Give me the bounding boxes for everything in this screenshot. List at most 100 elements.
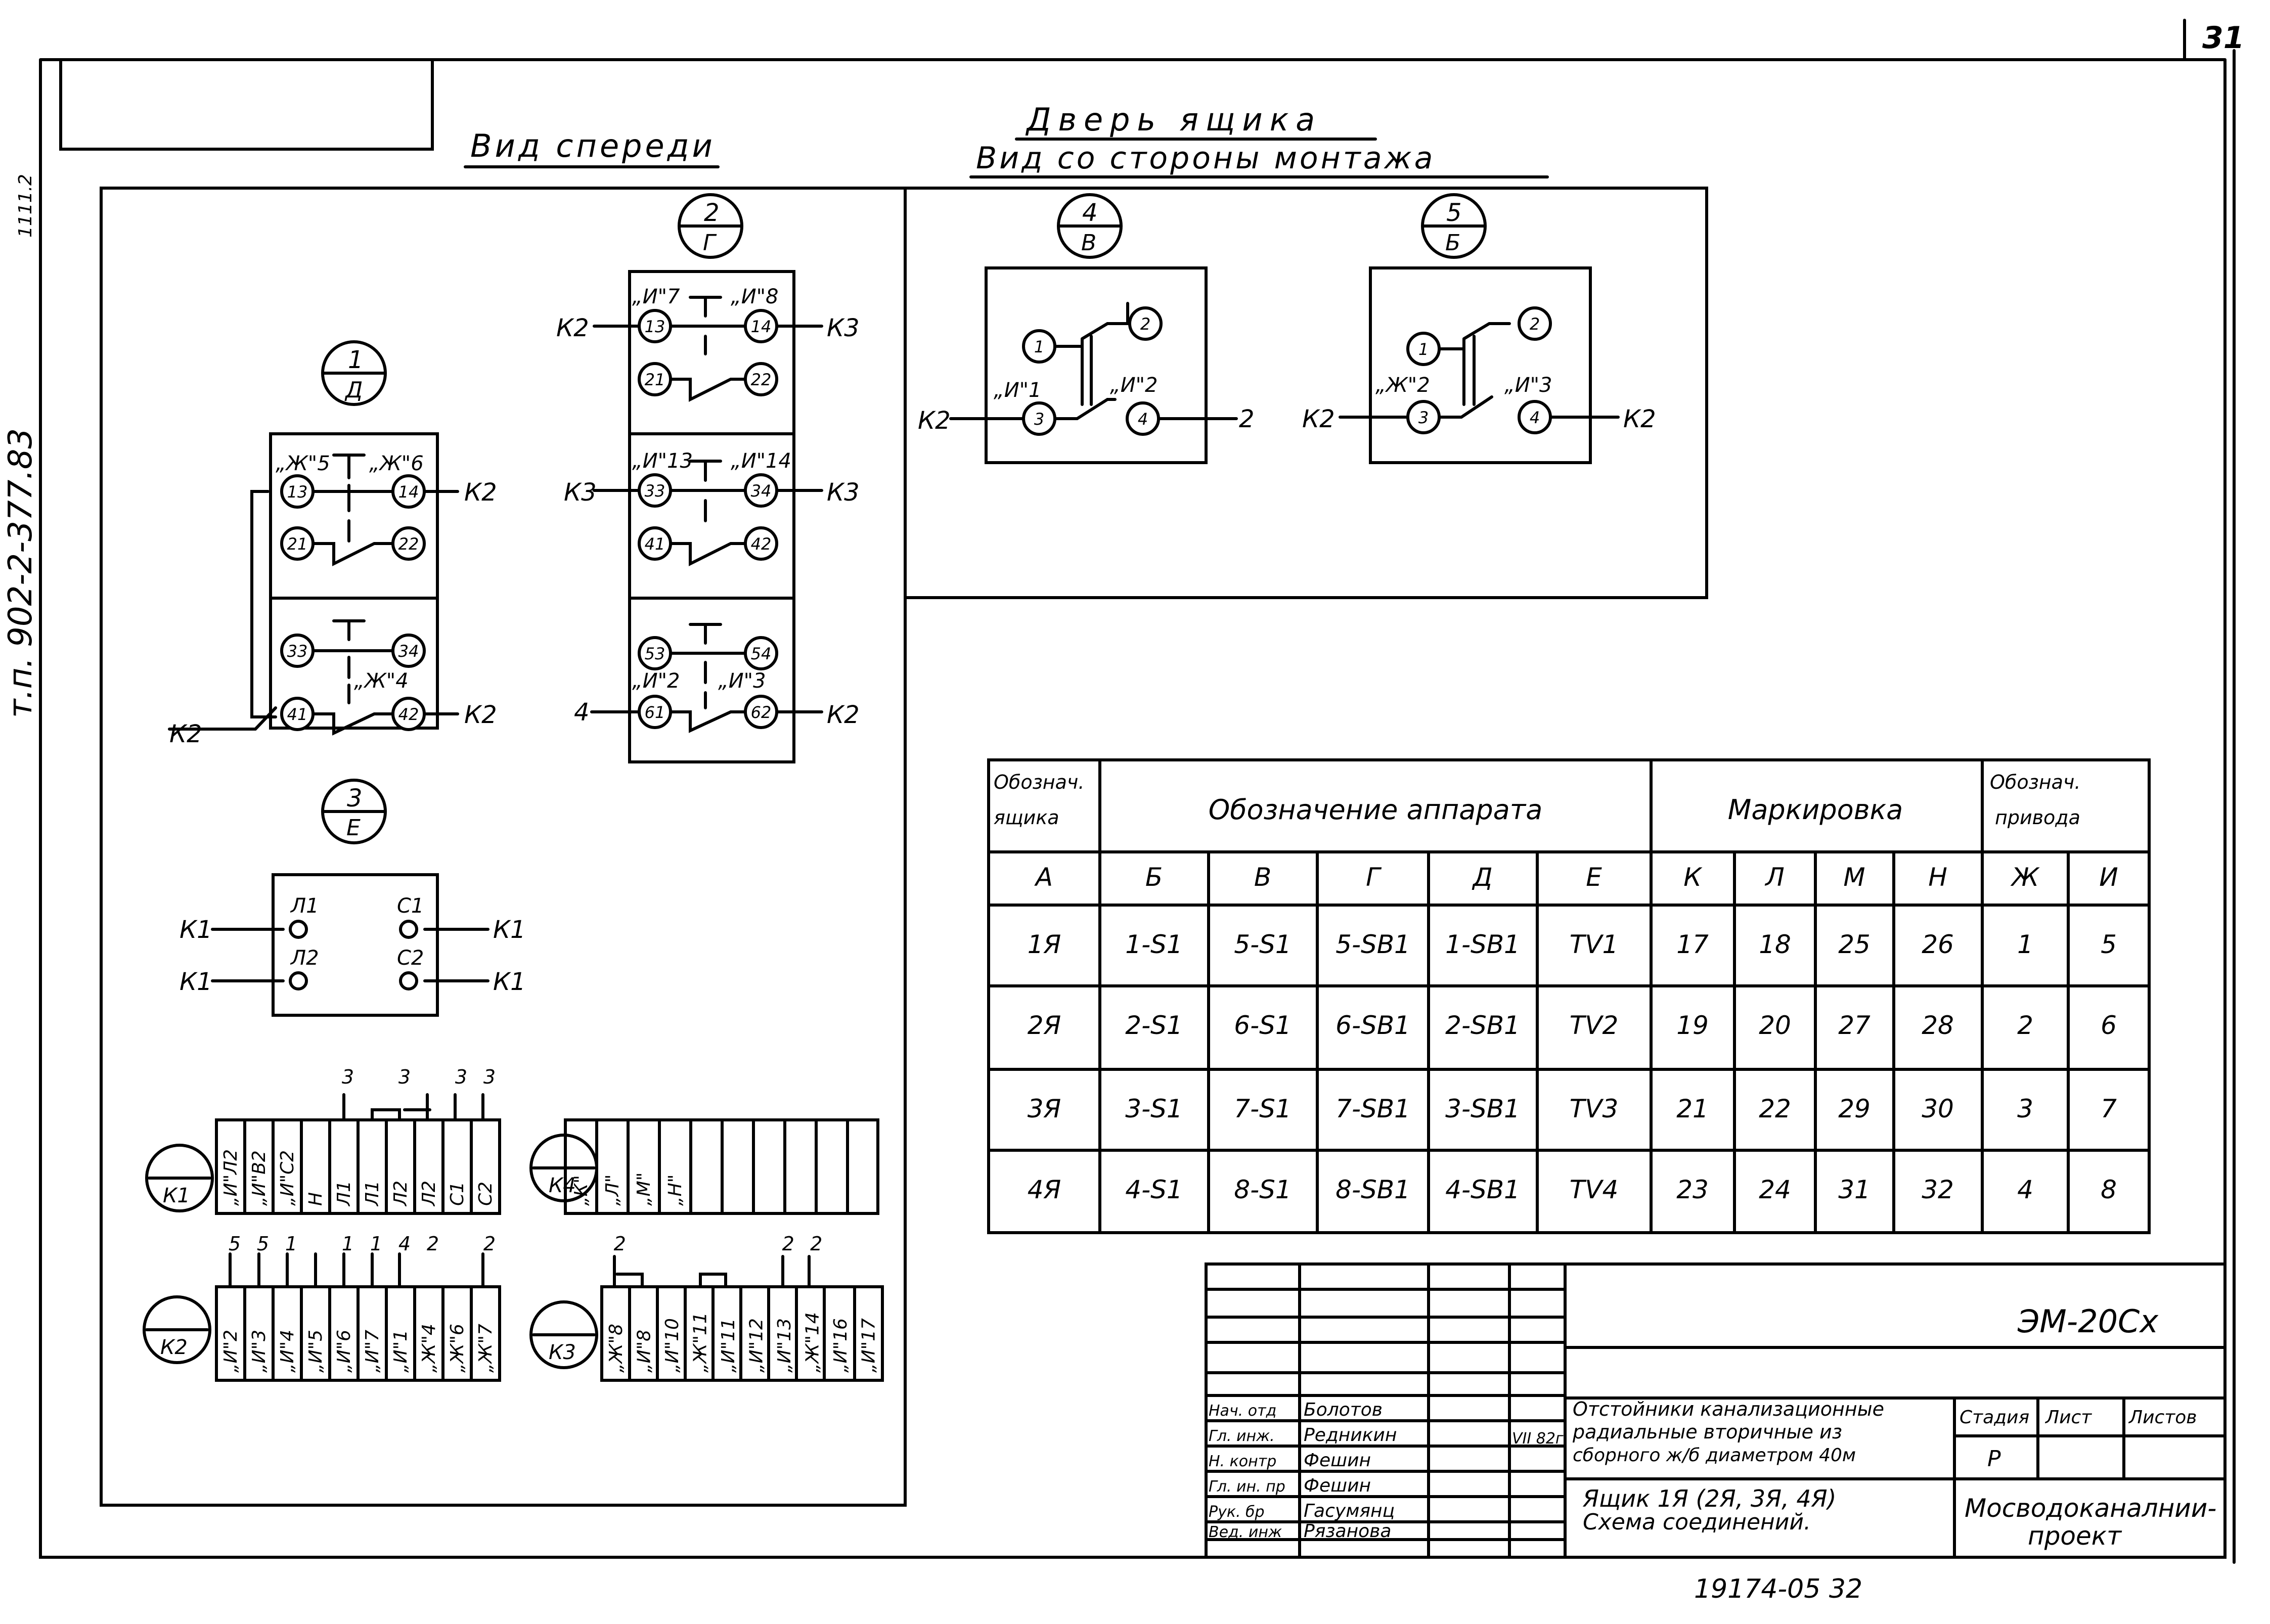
device-5-wiring — [1339, 322, 1620, 419]
table-cell: 27 — [1838, 1011, 1871, 1040]
terminal-k2-wire: 1 — [285, 1233, 297, 1255]
terminal-k3-cell: „Ж"14 — [802, 1312, 823, 1373]
table-header-marking: Маркировка — [1728, 794, 1903, 826]
wire-label-k1: К1 — [493, 916, 526, 944]
designation-table-grid — [987, 758, 2151, 1234]
label-i13: „И"13 — [632, 449, 693, 473]
terminal-k2-cell: „И"4 — [277, 1330, 298, 1373]
table-cell: 20 — [1759, 1011, 1791, 1040]
contact-34: 34 — [751, 481, 772, 501]
terminal-k1-cell: Л1 — [334, 1181, 354, 1207]
terminal-k3-wire: 2 — [614, 1233, 626, 1255]
table-cell: 25 — [1838, 930, 1871, 959]
table-cell: 5-S1 — [1234, 930, 1291, 959]
terminal-k2-wire: 1 — [342, 1233, 354, 1255]
device-1-box — [269, 432, 439, 730]
table-cell: 31 — [1838, 1175, 1871, 1204]
balloon-2-shape — [678, 193, 743, 259]
terminal-k1-cell: „И"С2 — [277, 1150, 298, 1206]
terminal-strip-k3 — [600, 1255, 884, 1382]
wire-label-k2: К2 — [1623, 405, 1656, 433]
table-col-Н: Н — [1928, 863, 1947, 892]
stamp-role: Рук. бр — [1209, 1503, 1265, 1521]
stamp-title-2: радиальные вторичные из — [1572, 1421, 1842, 1443]
device-2-wiring — [590, 296, 823, 733]
balloon-2-number: 2 — [704, 199, 720, 227]
terminal-k1-wire: 3 — [398, 1066, 411, 1088]
table-header-box: Обознач. — [994, 771, 1084, 793]
wire-label-k2: К2 — [556, 314, 589, 342]
terminal-k2-wire: 2 — [427, 1233, 439, 1255]
contact-53: 53 — [645, 644, 665, 663]
table-cell: TV3 — [1570, 1094, 1619, 1123]
table-col-М: М — [1843, 863, 1865, 892]
table-cell: 3Я — [1028, 1094, 1061, 1123]
terminal-k1-wire: 3 — [455, 1066, 467, 1088]
table-cell: 22 — [1759, 1094, 1791, 1123]
contact-13: 13 — [645, 317, 665, 336]
contact-54: 54 — [751, 644, 772, 663]
lamp-label-l2: Л2 — [290, 946, 319, 970]
balloon-1-shape — [321, 340, 387, 406]
wire-label-k1: К1 — [180, 968, 212, 996]
side-designation: т.п. 902-2-377.83 — [2, 428, 39, 718]
wire-label-4: 4 — [574, 698, 590, 727]
wire-label-k3: К3 — [827, 478, 860, 507]
stamp-stage: Р — [1987, 1446, 2001, 1472]
balloon-3-number: 3 — [347, 784, 363, 813]
table-header-box: ящика — [994, 806, 1059, 829]
table-cell: 19 — [1676, 1011, 1709, 1040]
designation-table: Обознач. ящика Обозначение аппарата Маркиро… — [994, 771, 2118, 1204]
terminal-k2-wire: 5 — [229, 1233, 241, 1255]
terminal-k1-cell: „И"Л2 — [220, 1149, 241, 1206]
terminal-tag-k1: К1 — [163, 1184, 190, 1207]
table-cell: TV4 — [1570, 1175, 1619, 1204]
lamp-label-c2: С2 — [397, 946, 424, 970]
table-header-drive: привода — [1995, 806, 2080, 829]
table-col-Г: Г — [1366, 863, 1382, 892]
lamp-label-l1: Л1 — [290, 894, 319, 918]
terminal-k2-cell: „Ж"7 — [475, 1324, 496, 1373]
table-cell: 29 — [1838, 1094, 1871, 1123]
terminal-k2-wire: 4 — [398, 1233, 411, 1255]
stamp-org-1: Мосводоканалнии- — [1965, 1494, 2216, 1523]
label-j4: „Ж"4 — [354, 669, 409, 693]
label-i3: „И"3 — [1504, 374, 1552, 397]
table-cell: 21 — [1676, 1094, 1709, 1123]
stamp-org-2: проект — [2028, 1521, 2122, 1551]
contact-33: 33 — [645, 481, 665, 501]
terminal-strip-k1 — [215, 1093, 501, 1215]
terminal-k2-cell: „И"6 — [334, 1330, 354, 1373]
table-cell: 2Я — [1028, 1011, 1061, 1040]
table-cell: 6-S1 — [1234, 1011, 1291, 1040]
device-4-box — [985, 266, 1208, 464]
table-col-Л: Л — [1764, 863, 1785, 892]
terminal-k3-cell: „И"11 — [718, 1318, 739, 1373]
wire-label-2: 2 — [1239, 405, 1255, 433]
table-cell: 1Я — [1028, 930, 1061, 959]
lamp-label-c1: С1 — [397, 894, 424, 918]
wire-label-k2: К2 — [918, 407, 951, 435]
table-cell: 7 — [2101, 1094, 2117, 1123]
door-title: Дверь ящика — [1025, 101, 1322, 138]
balloon-4-shape — [1057, 193, 1123, 259]
table-cell: 4Я — [1028, 1175, 1061, 1204]
terminal-k2-wire: 1 — [370, 1233, 382, 1255]
terminal-k2-cell: „И"3 — [249, 1330, 270, 1373]
label-i2: „И"2 — [632, 669, 680, 693]
terminal-k4-cell: „М" — [634, 1172, 654, 1206]
table-header-apparatus: Обозначение аппарата — [1209, 794, 1543, 826]
stamp-title-3: сборного ж/б диаметром 40м — [1573, 1445, 1856, 1466]
terminal-k3-cell: „И"10 — [662, 1318, 683, 1373]
terminal-k4-cell: „Н" — [665, 1175, 686, 1206]
doc-code: ЭМ-20Сх — [2017, 1303, 2159, 1340]
table-cell: TV2 — [1570, 1011, 1619, 1040]
contact-34: 34 — [398, 642, 419, 661]
terminal-k2-cell: „Ж"6 — [447, 1324, 468, 1373]
device-3-wiring — [211, 920, 489, 990]
title-block-grid — [1205, 1262, 2227, 1559]
table-col-Д: Д — [1472, 863, 1492, 892]
stamp-sheet-title-1: Ящик 1Я (2Я, 3Я, 4Я) — [1582, 1485, 1837, 1512]
table-cell: 24 — [1759, 1175, 1791, 1204]
terminal-k2-cell: „И"7 — [362, 1330, 383, 1373]
